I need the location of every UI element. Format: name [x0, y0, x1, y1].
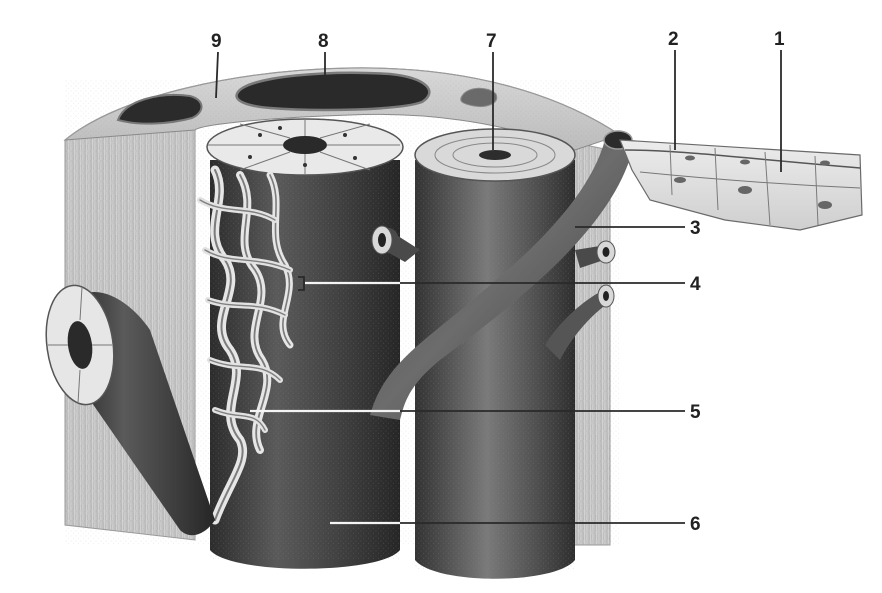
label-3: 3: [690, 218, 701, 239]
label-2: 2: [668, 29, 679, 50]
label-5: 5: [690, 402, 701, 423]
epithelium-layer: [620, 140, 862, 230]
label-6: 6: [690, 514, 701, 535]
label-1: 1: [774, 29, 785, 50]
label-7: 7: [486, 31, 497, 52]
vessel-cross-section-top: [207, 119, 403, 175]
label-9: 9: [211, 31, 222, 52]
label-4: 4: [690, 274, 701, 295]
label-8: 8: [318, 31, 329, 52]
